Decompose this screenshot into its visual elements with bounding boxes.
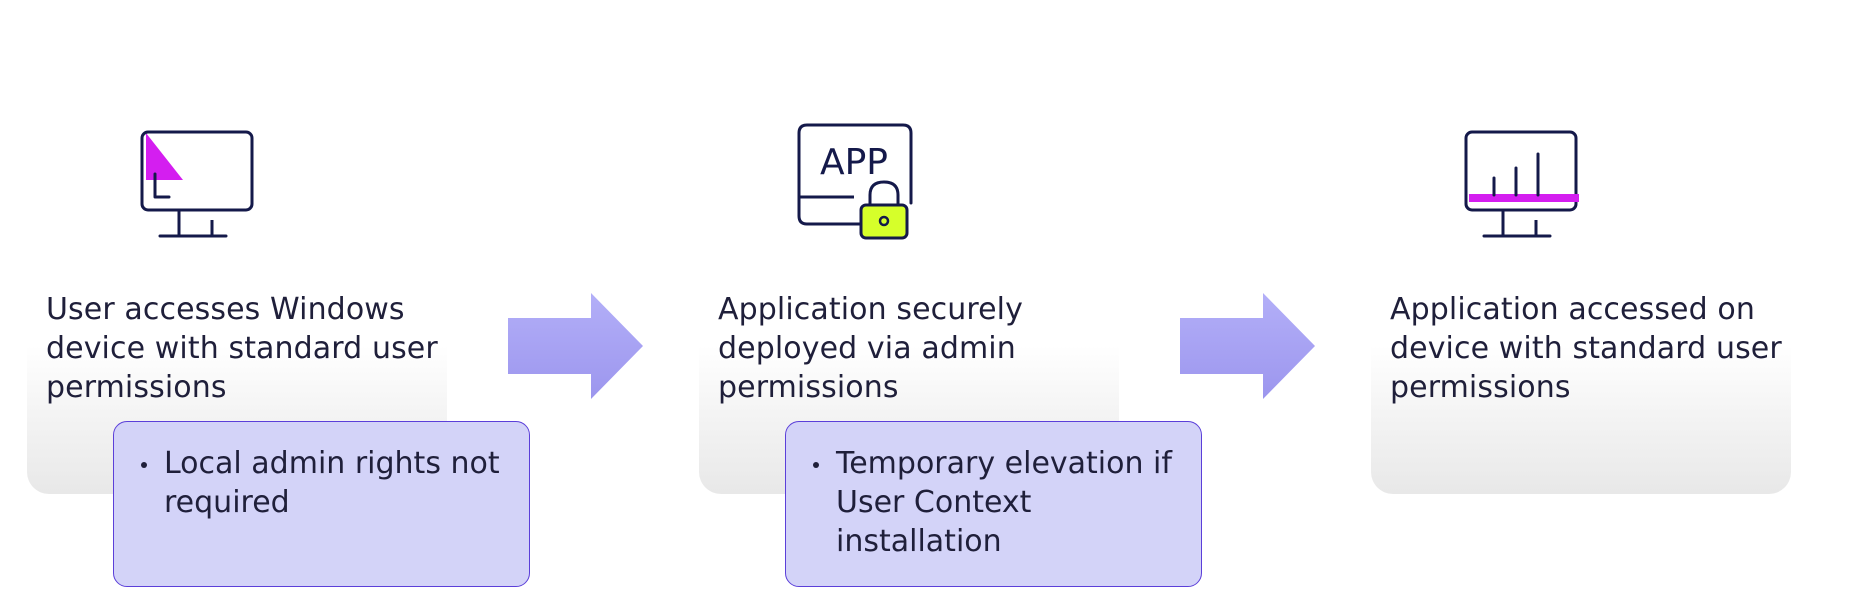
step-3-text: Application accessed on device with stan… xyxy=(1390,292,1782,405)
monitor-chart-icon xyxy=(1464,130,1579,238)
step-2-text: Application securely deployed via admin … xyxy=(718,292,1023,405)
step-card-3 xyxy=(1371,282,1791,494)
app-lock-icon: APP xyxy=(797,123,913,240)
app-label: APP xyxy=(820,142,888,183)
monitor-icon xyxy=(140,130,254,238)
note-box-1: Local admin rights not required xyxy=(113,421,530,587)
note-box-2: Temporary elevation if User Context inst… xyxy=(785,421,1202,587)
note-list: Local admin rights not required xyxy=(114,422,529,522)
note-bullet: Temporary elevation if User Context inst… xyxy=(813,444,1187,561)
step-1-text: User accesses Windows device with standa… xyxy=(46,292,438,405)
arrow-right-icon xyxy=(1180,293,1315,399)
arrow-right-icon xyxy=(508,293,643,399)
note-list: Temporary elevation if User Context inst… xyxy=(786,422,1201,561)
note-bullet: Local admin rights not required xyxy=(141,444,515,522)
